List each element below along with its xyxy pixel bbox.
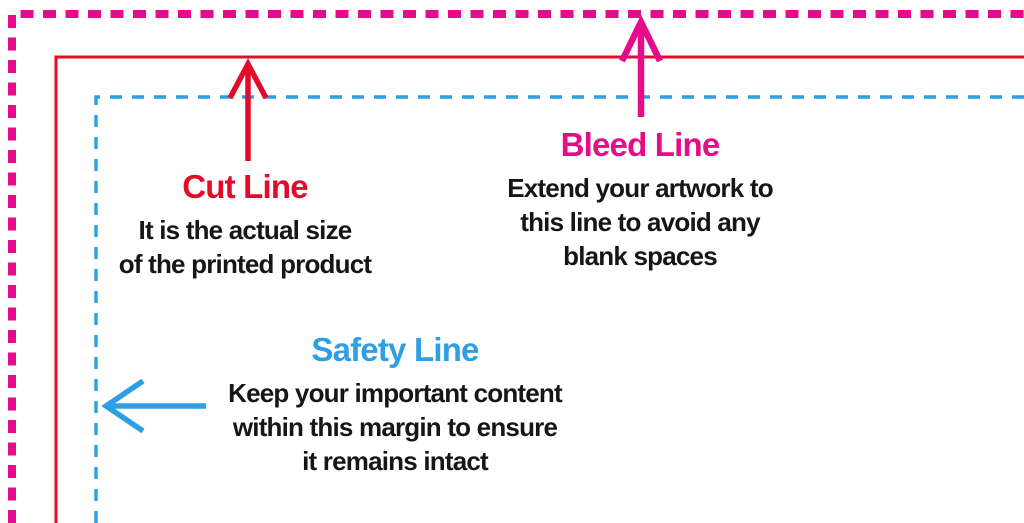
cut-line-desc-line-2: of the printed product (118, 249, 372, 279)
cut-line-desc-line-1: It is the actual size (138, 215, 353, 245)
safety-line-desc-line-2: within this margin to ensure (232, 412, 558, 442)
bleed-line-arrow (619, 14, 663, 117)
bleed-line-desc-line-3: blank spaces (563, 241, 718, 271)
cut-line-arrow (227, 58, 269, 161)
cut-line-title: Cut Line (182, 168, 308, 205)
safety-line-arrow (101, 378, 206, 434)
safety-line-title: Safety Line (311, 331, 479, 368)
bleed-line-desc-line-1: Extend your artwork to (507, 173, 773, 203)
cut-line-annotation: Cut Line It is the actual size of the pr… (105, 168, 385, 281)
safety-line-desc-line-3: it remains intact (302, 446, 489, 476)
bleed-line-annotation: Bleed Line Extend your artwork to this l… (478, 126, 802, 273)
safety-line-border (94, 95, 1024, 523)
bleed-line-border (8, 10, 1024, 523)
safety-line-desc-line-1: Keep your important content (228, 378, 563, 408)
bleed-line-desc-line-2: this line to avoid any (520, 207, 760, 237)
cut-line-border (54, 55, 1024, 523)
bleed-line-title: Bleed Line (560, 126, 721, 163)
safety-line-annotation: Safety Line Keep your important content … (222, 331, 568, 478)
